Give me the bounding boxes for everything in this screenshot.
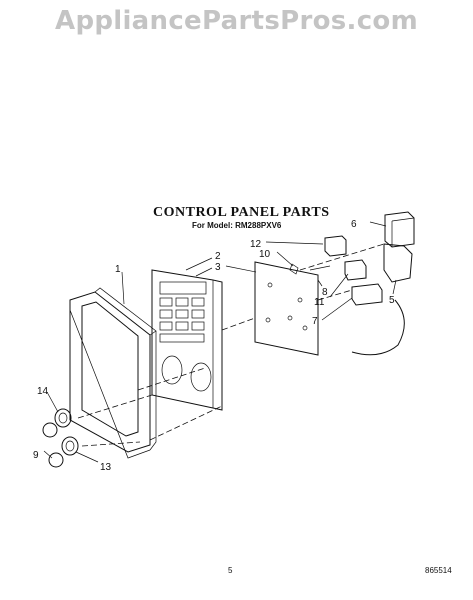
callout-6: 6 (351, 219, 357, 230)
callout-5: 5 (389, 295, 395, 306)
watermark: AppliancePartsPros.com (55, 6, 418, 36)
callout-3: 3 (215, 262, 221, 273)
callout-11: 11 (314, 297, 325, 308)
document-number: 865514 (425, 566, 452, 575)
callout-14: 14 (37, 386, 49, 397)
callout-12: 12 (250, 239, 262, 250)
callout-13: 13 (100, 462, 112, 473)
control-faceplate-part (151, 269, 223, 411)
leader-lines (43, 221, 397, 463)
callout-2: 2 (215, 251, 221, 262)
door-frame-part (69, 287, 157, 459)
page-number: 5 (228, 566, 233, 575)
electrical-components (289, 211, 415, 356)
callout-8: 8 (322, 287, 328, 298)
diagram-subtitle: For Model: RM288PXV6 (192, 221, 282, 230)
diagram-title: CONTROL PANEL PARTS (153, 205, 330, 220)
callout-9: 9 (33, 450, 39, 461)
knob-assembly-parts (42, 408, 79, 468)
callout-1: 1 (115, 264, 121, 275)
callout-7: 7 (312, 316, 318, 327)
mounting-plate-part (254, 261, 319, 356)
callout-10: 10 (259, 249, 271, 260)
alignment-lines (77, 243, 385, 447)
